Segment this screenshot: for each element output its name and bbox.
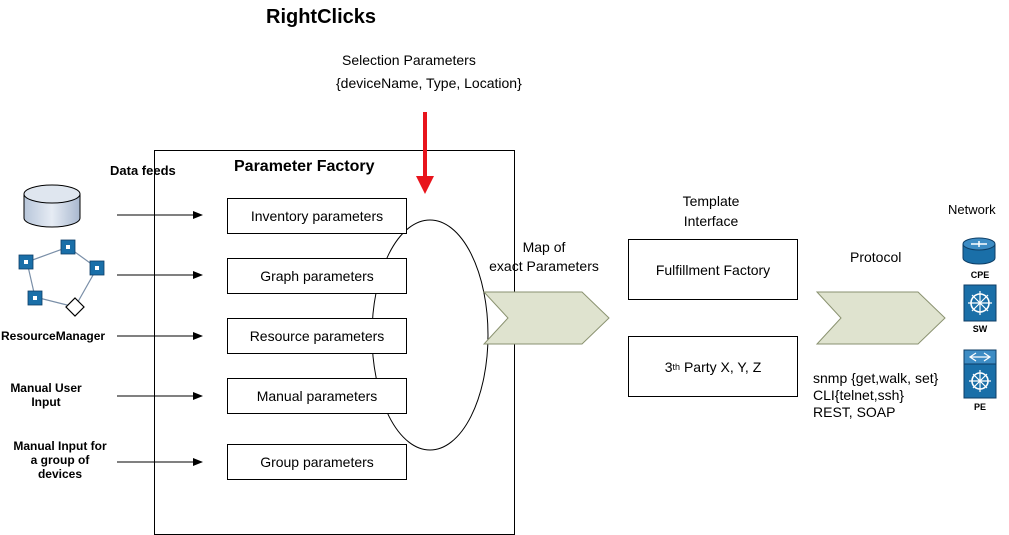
- pe-label: PE: [973, 402, 986, 412]
- manual-parameters-box: Manual parameters: [227, 378, 407, 414]
- protocol-rest: REST, SOAP: [813, 404, 896, 420]
- protocol-label: Protocol: [850, 249, 902, 265]
- template-interface-label: Template Interface: [682, 193, 740, 229]
- manual-group-input-label: Manual Input for a group of devices: [13, 439, 107, 481]
- selection-arrow: [416, 112, 434, 194]
- feed-arrows: [117, 211, 203, 466]
- map-chevron-arrow: [482, 291, 610, 345]
- diagram-title: RightClicks: [266, 6, 377, 28]
- manual-user-input-label: Manual User Input: [10, 381, 82, 409]
- graph-parameters-box: Graph parameters: [227, 258, 407, 294]
- inventory-parameters-box: Inventory parameters: [227, 198, 407, 234]
- map-of-exact-parameters-label: Map of exact Parameters: [489, 239, 599, 274]
- selection-parameters-label: Selection Parameters: [342, 52, 476, 68]
- protocol-chevron-arrow: [815, 291, 946, 345]
- network-topology-icon: [18, 239, 105, 317]
- sw-switch-icon: [963, 284, 997, 322]
- parameter-factory-title: Parameter Factory: [234, 158, 375, 175]
- group-parameters-box: Group parameters: [227, 444, 407, 480]
- cpe-router-icon: [962, 237, 996, 265]
- cpe-label: CPE: [970, 270, 990, 280]
- fulfillment-factory-box: Fulfillment Factory: [628, 239, 798, 300]
- data-feeds-label: Data feeds: [110, 163, 176, 178]
- selection-parameters-fields: {deviceName, Type, Location}: [336, 75, 522, 91]
- database-icon: [23, 184, 81, 228]
- pe-router-icon: [963, 349, 997, 399]
- resource-manager-label: ResourceManager: [1, 329, 106, 343]
- protocol-list: snmp {get,walk, set} CLI{telnet,ssh} RES…: [813, 370, 938, 421]
- network-label: Network: [948, 202, 996, 217]
- protocol-snmp: snmp {get,walk, set}: [813, 370, 939, 386]
- resource-parameters-box: Resource parameters: [227, 318, 407, 354]
- protocol-cli: CLI{telnet,ssh}: [813, 387, 905, 403]
- sw-label: SW: [972, 324, 988, 334]
